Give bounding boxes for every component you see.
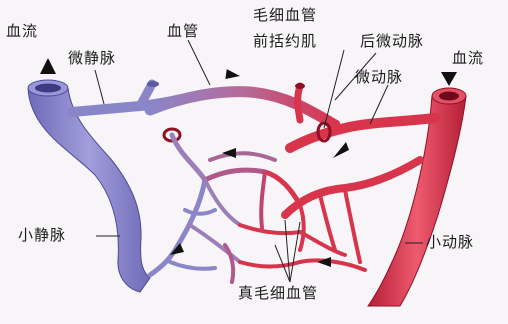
label-small-artery: 小动脉 xyxy=(426,233,474,251)
lower-arteriole xyxy=(285,160,420,215)
label-venule: 微静脉 xyxy=(68,49,116,67)
label-capillary-line1: 毛细血管 xyxy=(253,6,317,24)
label-vessel: 血管 xyxy=(167,22,199,40)
label-blood-flow-left: 血流 xyxy=(6,22,38,40)
label-capillary-line2: 前括约肌 xyxy=(253,32,317,50)
arteriole-vessel xyxy=(290,118,435,148)
metarteriole-branch xyxy=(298,86,300,120)
label-blood-flow-right: 血流 xyxy=(452,49,484,67)
true-capillary-network xyxy=(150,135,365,282)
label-arteriole: 微动脉 xyxy=(355,68,403,86)
thoroughfare-channel xyxy=(150,92,335,125)
label-true-capillary: 真毛细血管 xyxy=(238,284,318,302)
label-metarteriole: 后微动脉 xyxy=(360,32,424,50)
label-small-vein: 小静脉 xyxy=(18,226,66,244)
